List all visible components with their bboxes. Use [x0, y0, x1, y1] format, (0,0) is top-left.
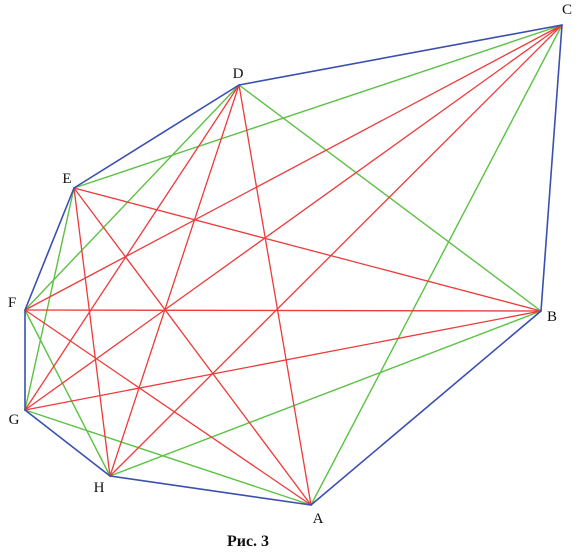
green-diagonal-df — [24, 84, 240, 311]
vertex-label-e: E — [62, 171, 71, 187]
green-diagonal-fh — [24, 309, 111, 477]
vertex-label-f: F — [8, 295, 16, 311]
red-diagonal-bg — [24, 310, 542, 411]
red-diagonal-ch — [109, 24, 563, 477]
red-diagonal-eh — [73, 187, 111, 477]
red-diagonals-group — [24, 24, 563, 506]
green-diagonal-ga — [24, 409, 312, 506]
hull-edge-ab — [310, 310, 542, 506]
green-diagonals-group — [24, 24, 563, 506]
hull-edge-de — [73, 84, 240, 189]
green-diagonal-ac — [310, 24, 563, 506]
vertex-labels-group: A B C D E F G H — [8, 2, 572, 527]
vertex-label-g: G — [9, 412, 20, 428]
red-diagonal-ad — [238, 84, 312, 506]
red-diagonal-dg — [24, 84, 240, 411]
red-diagonal-be — [73, 187, 542, 312]
red-diagonal-af — [24, 309, 312, 506]
figure-caption: Рис. 3 — [227, 533, 269, 550]
red-diagonal-bf — [24, 309, 542, 312]
hull-edge-ha — [109, 475, 312, 506]
red-diagonal-ae — [73, 187, 312, 506]
hull-edge-cd — [238, 24, 563, 86]
red-diagonal-dh — [109, 84, 240, 477]
hull-edge-ef — [24, 187, 75, 311]
vertex-label-h: H — [94, 480, 105, 496]
vertex-label-c: C — [562, 2, 572, 18]
green-diagonal-ce — [73, 24, 563, 189]
hull-edges-group — [24, 24, 563, 506]
hull-edge-bc — [540, 24, 563, 312]
red-diagonal-cf — [24, 24, 563, 311]
green-diagonal-eg — [24, 187, 75, 411]
vertex-label-a: A — [313, 511, 324, 527]
green-diagonal-bd — [238, 84, 542, 312]
hull-edge-gh — [24, 409, 111, 477]
red-diagonal-cg — [24, 24, 563, 411]
vertex-label-b: B — [547, 309, 557, 325]
green-diagonal-hb — [109, 310, 542, 477]
vertex-label-d: D — [233, 66, 244, 82]
